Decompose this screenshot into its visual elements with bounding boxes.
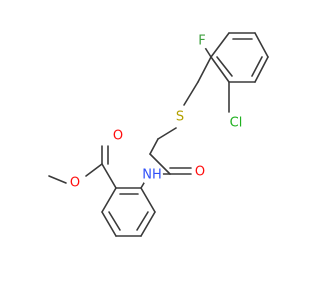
fluorine-atom: F: [194, 33, 210, 49]
bond: [254, 32, 269, 58]
amide-oxygen-label: O: [195, 165, 205, 180]
bond-inner: [216, 56, 233, 77]
bond: [140, 187, 156, 213]
bond-inner: [136, 211, 149, 231]
amide-oxygen-atom: O: [192, 164, 208, 180]
atom-layer: F S Cl O NH O: [67, 33, 246, 191]
chlorine-label: Cl: [230, 116, 243, 131]
carbonyl-oxygen-atom: O: [110, 128, 126, 144]
carbonyl-oxygen-label: O: [113, 129, 123, 144]
bond: [157, 127, 177, 140]
bond-layer: [48, 32, 269, 237]
molecule-diagram: F S Cl O NH O: [48, 32, 269, 237]
bond: [101, 163, 117, 189]
bond: [101, 187, 117, 213]
bond: [254, 56, 269, 83]
bond: [197, 56, 212, 83]
amide-nitrogen-atom: NH: [141, 164, 163, 186]
sulfur-atom: S: [172, 109, 188, 125]
amide-nitrogen-label: NH: [142, 168, 162, 183]
bond: [210, 32, 230, 58]
bond: [48, 175, 67, 184]
structure-svg: F S Cl O NH O: [48, 32, 269, 237]
fluorine-label: F: [198, 34, 205, 49]
bond-inner: [251, 56, 263, 77]
bond: [210, 56, 230, 83]
bond: [149, 153, 171, 175]
ester-oxygen-atom: O: [67, 175, 83, 191]
ester-oxygen-label: O: [70, 176, 80, 191]
bond: [149, 138, 159, 155]
bond: [85, 163, 103, 177]
chlorine-atom: Cl: [226, 113, 246, 133]
bond: [140, 211, 156, 237]
sulfur-label: S: [176, 110, 184, 125]
bond: [183, 81, 199, 106]
bond: [101, 211, 117, 237]
bond-inner: [108, 211, 121, 231]
